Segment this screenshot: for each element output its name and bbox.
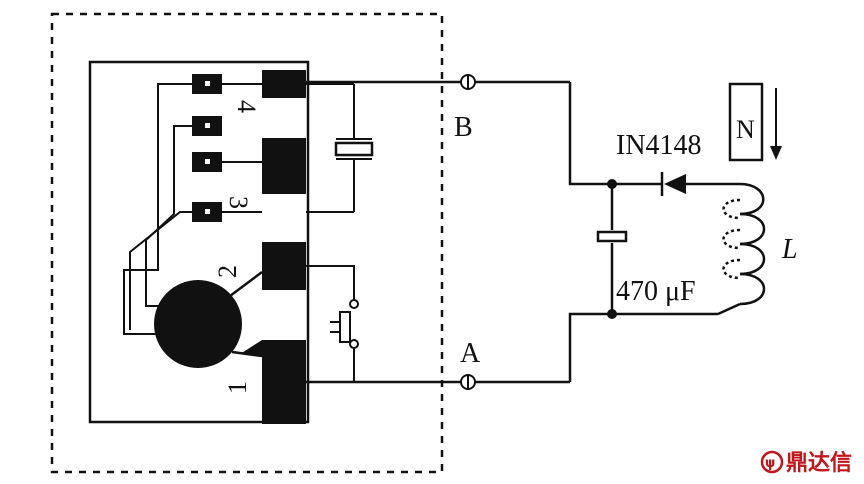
label-inductor: L bbox=[781, 234, 798, 265]
label-pin-3: 3 bbox=[224, 196, 253, 209]
label-magnet-pole: N bbox=[736, 115, 755, 144]
terminal-b-symbol bbox=[460, 74, 476, 90]
module-board bbox=[88, 60, 310, 424]
inductor-coil bbox=[717, 182, 766, 316]
label-pin-2: 2 bbox=[213, 265, 242, 278]
svg-text:ψ: ψ bbox=[765, 456, 775, 471]
push-switch bbox=[339, 311, 351, 343]
connector-pads bbox=[192, 74, 222, 222]
pad-1 bbox=[240, 340, 306, 424]
dashed-enclosure bbox=[50, 12, 444, 474]
watermark-text: 鼎达信 bbox=[786, 450, 852, 476]
pad-4 bbox=[262, 70, 306, 98]
crystal bbox=[334, 141, 374, 157]
capacitor bbox=[596, 230, 628, 243]
label-terminal-b: B bbox=[454, 112, 473, 143]
terminal-a-symbol bbox=[460, 374, 476, 390]
label-capacitor: 470 μF bbox=[616, 276, 696, 307]
magnet bbox=[728, 82, 764, 162]
pad-2 bbox=[262, 242, 306, 290]
label-pin-1: 1 bbox=[223, 381, 252, 394]
label-terminal-a: A bbox=[460, 338, 481, 369]
diode bbox=[664, 174, 686, 194]
label-diode: IN4148 bbox=[616, 130, 702, 161]
pad-3 bbox=[262, 138, 306, 194]
label-pin-4: 4 bbox=[232, 100, 261, 113]
watermark-logo: ψ bbox=[760, 450, 784, 474]
ic-chip bbox=[154, 280, 242, 368]
